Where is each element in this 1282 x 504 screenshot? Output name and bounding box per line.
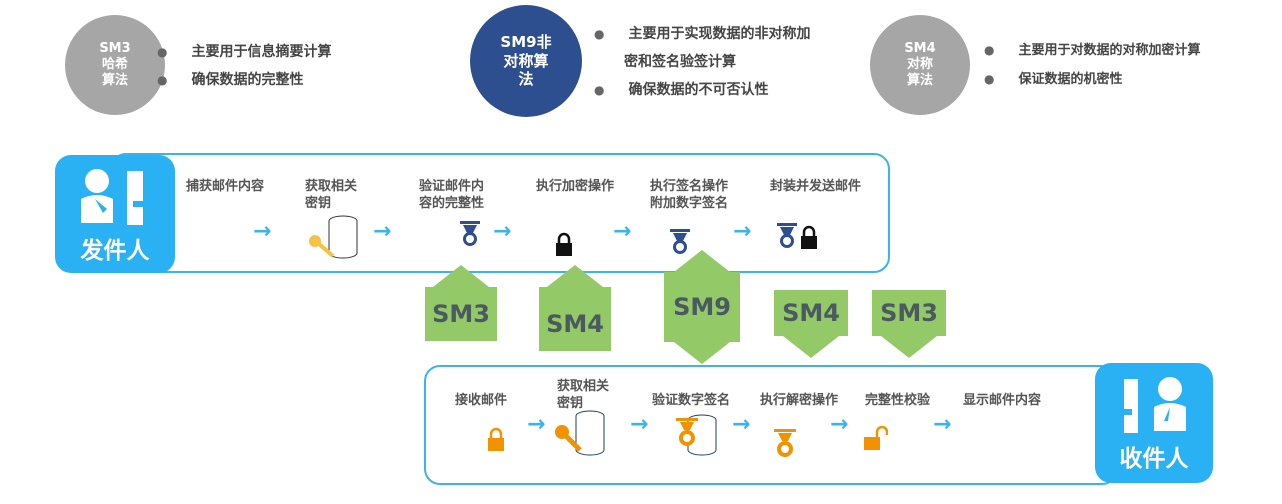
arrow-icon: → (933, 412, 952, 437)
sm4-down-arrow: SM4 (774, 290, 848, 358)
sender-step: 执行签名操作 附加数字签名 (650, 179, 729, 211)
link-label: SM4 (774, 290, 848, 336)
lock-icon (556, 232, 572, 256)
arrow-icon: → (732, 412, 751, 437)
bullet: 保证数据的机密性 (990, 65, 1201, 94)
receiver-step: 获取相关 密钥 (557, 379, 610, 411)
link-label: SM3 (425, 287, 497, 341)
sm3-bullets: 主要用于信息摘要计算确保数据的完整性 (163, 38, 331, 94)
arrow-icon: → (373, 219, 392, 244)
sender-step: 获取相关 密钥 (305, 179, 358, 211)
link-label: SM9 (664, 272, 740, 342)
receiver-step: 接收邮件 (455, 393, 508, 408)
sm3-down-arrow: SM3 (872, 290, 946, 358)
link-label: SM3 (872, 290, 946, 336)
unlock-icon (864, 425, 888, 450)
arrow-icon: → (733, 219, 752, 244)
link-label: SM4 (539, 287, 611, 351)
medal-icon (774, 429, 796, 457)
arrow-icon: → (613, 219, 632, 244)
bullet: 确保数据的不可否认性 (600, 76, 810, 104)
sm9-bullets: 主要用于实现数据的非对称加密和签名验签计算确保数据的不可否认性 (600, 20, 810, 104)
sender-step: 捕获邮件内容 (186, 179, 265, 194)
receiver-step: 执行解密操作 (760, 393, 839, 408)
bullet: 确保数据的完整性 (163, 66, 331, 94)
receiver-step: 完整性校验 (865, 393, 931, 408)
person-icon (81, 169, 143, 225)
sm9-double-arrow: SM9 (664, 250, 740, 364)
sender-step: 验证邮件内 容的完整性 (419, 179, 485, 211)
sender-flow-frame (110, 153, 890, 273)
arrow-icon: → (527, 412, 546, 437)
arrow-icon: → (253, 219, 272, 244)
arrow-icon: → (493, 219, 512, 244)
bullet: 主要用于信息摘要计算 (163, 38, 331, 66)
sm9-circle: SM9非 对称算 法 (470, 5, 582, 117)
sender-badge: 发件人 (55, 155, 175, 273)
medal-icon (460, 221, 480, 246)
sm3-up-arrow: SM3 (425, 265, 497, 341)
sender-label: 发件人 (80, 238, 150, 264)
lock-icon (488, 427, 504, 451)
sm4-up-arrow: SM4 (539, 265, 611, 351)
bullet-cont: 密和签名验签计算 (624, 54, 736, 70)
medal-lock-icon (777, 223, 817, 249)
receiver-label: 收件人 (1119, 446, 1189, 472)
sm4-bullets: 主要用于对数据的对称加密计算保证数据的机密性 (990, 36, 1201, 94)
person-icon (1124, 377, 1186, 433)
receiver-step: 验证数字签名 (652, 393, 731, 408)
arrow-icon: → (630, 412, 649, 437)
sender-step: 执行加密操作 (536, 179, 615, 194)
key-database-icon (555, 410, 605, 456)
bullet: 主要用于实现数据的非对称加 (600, 20, 810, 48)
sm3-circle: SM3 哈希 算法 (65, 15, 165, 115)
receiver-badge: 收件人 (1095, 363, 1213, 483)
receiver-step: 显示邮件内容 (963, 393, 1042, 408)
medal-database-icon (676, 414, 717, 456)
bullet: 主要用于对数据的对称加密计算 (990, 36, 1200, 65)
sender-step: 封装并发送邮件 (770, 179, 862, 194)
arrow-icon: → (830, 412, 849, 437)
sm4-circle: SM4 对称 算法 (870, 15, 970, 115)
key-database-icon (309, 215, 358, 259)
